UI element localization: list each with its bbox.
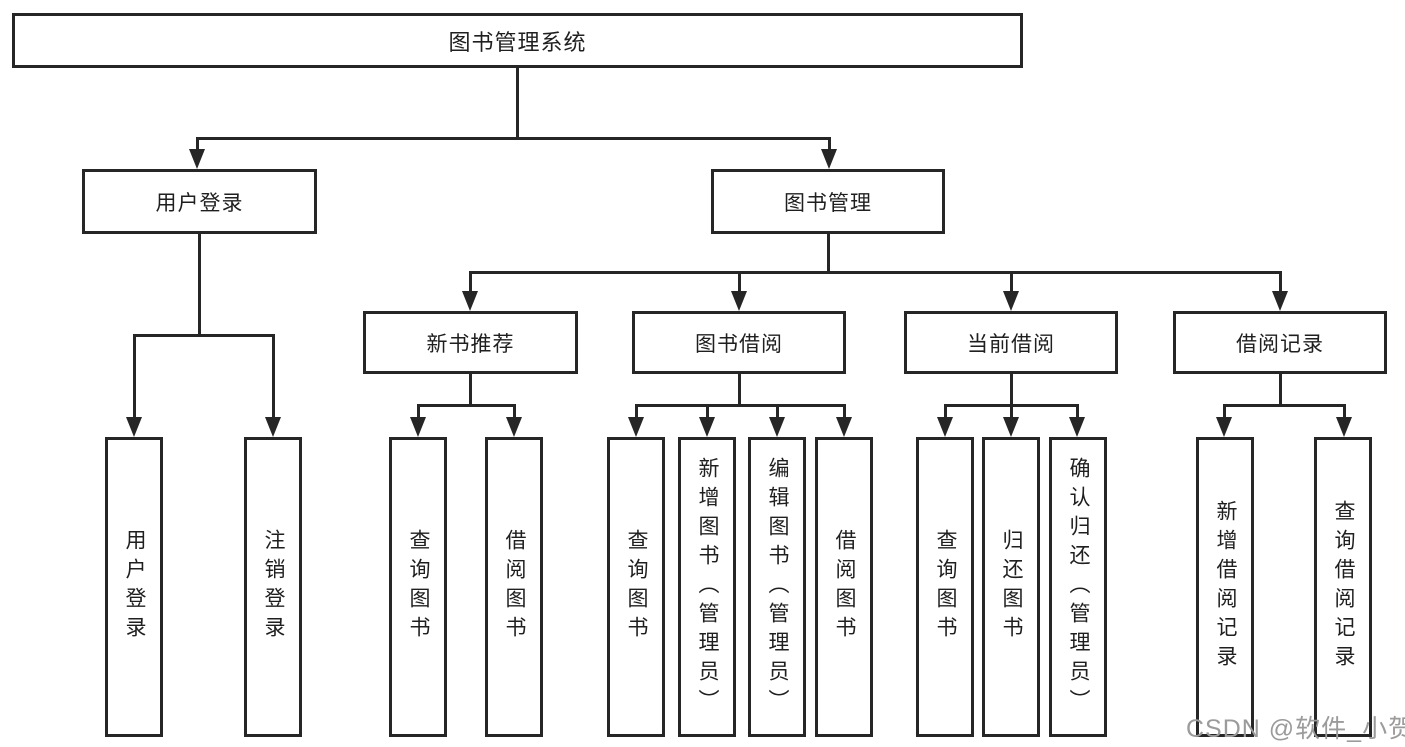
connector-line	[635, 404, 638, 419]
leaf-add-book-admin: 新增图书（管理员）	[678, 437, 736, 737]
connector-line	[1010, 404, 1013, 419]
node-root: 图书管理系统	[12, 13, 1023, 68]
arrow-down-icon	[628, 417, 644, 437]
connector-line	[706, 404, 709, 419]
arrow-down-icon	[1272, 291, 1288, 311]
connector-line	[944, 404, 947, 419]
connector-line	[272, 334, 275, 420]
node-borrow-records: 借阅记录	[1173, 311, 1387, 374]
node-user-login: 用户登录	[82, 169, 317, 234]
connector-line	[828, 137, 831, 153]
connector-line	[827, 234, 830, 273]
connector-line	[1279, 271, 1282, 295]
leaf-confirm-return-admin: 确认归还（管理员）	[1049, 437, 1107, 737]
leaf-return-book: 归还图书	[982, 437, 1040, 737]
arrow-down-icon	[937, 417, 953, 437]
leaf-add-borrow-record: 新增借阅记录	[1196, 437, 1254, 737]
connector-line	[1010, 271, 1013, 295]
arrow-down-icon	[410, 417, 426, 437]
leaf-edit-book-admin: 编辑图书（管理员）	[748, 437, 806, 737]
connector-line	[1279, 374, 1282, 406]
arrow-down-icon	[1336, 417, 1352, 437]
arrow-down-icon	[506, 417, 522, 437]
connector-line	[635, 404, 845, 407]
leaf-user-login: 用户登录	[105, 437, 163, 737]
connector-line	[1223, 404, 1345, 407]
node-book-management: 图书管理	[711, 169, 945, 234]
arrow-down-icon	[1069, 417, 1085, 437]
leaf-borrow-books-recommend: 借阅图书	[485, 437, 543, 737]
connector-line	[738, 271, 741, 295]
connector-line	[469, 271, 1281, 274]
leaf-query-books-current: 查询图书	[916, 437, 974, 737]
arrow-down-icon	[1216, 417, 1232, 437]
arrow-down-icon	[699, 417, 715, 437]
connector-line	[776, 404, 779, 419]
connector-line	[133, 334, 136, 420]
connector-line	[843, 404, 846, 419]
arrow-down-icon	[769, 417, 785, 437]
arrow-down-icon	[836, 417, 852, 437]
leaf-borrow-books: 借阅图书	[815, 437, 873, 737]
leaf-query-books-borrow: 查询图书	[607, 437, 665, 737]
arrow-down-icon	[265, 417, 281, 437]
watermark: CSDN @软件_小贺同学	[1186, 715, 1405, 743]
connector-line	[1343, 404, 1346, 419]
connector-line	[469, 374, 472, 406]
connector-line	[133, 334, 274, 337]
connector-line	[513, 404, 516, 419]
connector-line	[198, 234, 201, 336]
arrow-down-icon	[189, 149, 205, 169]
node-new-book-recommend: 新书推荐	[363, 311, 578, 374]
connector-line	[1010, 374, 1013, 406]
connector-line	[417, 404, 516, 407]
connector-line	[1223, 404, 1226, 419]
arrow-down-icon	[126, 417, 142, 437]
connector-line	[516, 68, 519, 139]
connector-line	[417, 404, 420, 419]
connector-line	[469, 271, 472, 295]
connector-line	[196, 137, 199, 153]
arrow-down-icon	[821, 149, 837, 169]
node-book-borrow: 图书借阅	[632, 311, 846, 374]
leaf-query-books-recommend: 查询图书	[389, 437, 447, 737]
arrow-down-icon	[1003, 417, 1019, 437]
leaf-logout: 注销登录	[244, 437, 302, 737]
arrow-down-icon	[1003, 291, 1019, 311]
connector-line	[738, 374, 741, 406]
node-current-borrow: 当前借阅	[904, 311, 1118, 374]
leaf-query-borrow-record: 查询借阅记录	[1314, 437, 1372, 737]
arrow-down-icon	[731, 291, 747, 311]
connector-line	[196, 137, 831, 140]
arrow-down-icon	[462, 291, 478, 311]
connector-line	[1076, 404, 1079, 419]
